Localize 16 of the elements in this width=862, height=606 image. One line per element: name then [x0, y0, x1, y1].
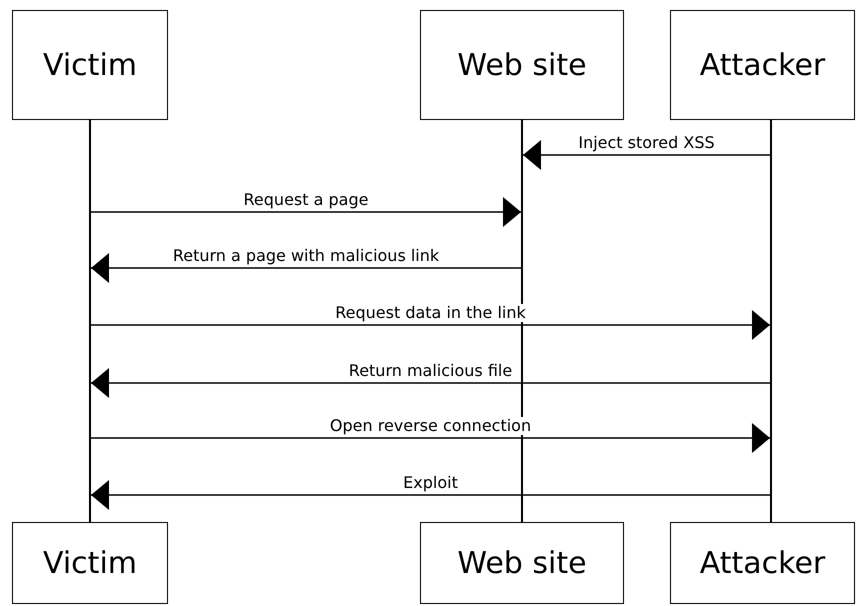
participant-box: Victim [12, 10, 168, 120]
participant-box: Attacker [670, 522, 855, 604]
participant-box: Attacker [670, 10, 855, 120]
message-arrow [91, 423, 770, 453]
participant-box: Victim [12, 522, 168, 604]
lifeline [770, 120, 772, 522]
message-arrow [523, 140, 770, 170]
lifeline [89, 120, 91, 522]
message-arrow [91, 310, 770, 340]
lifeline [521, 120, 523, 522]
message-arrow [91, 480, 770, 510]
message-arrow [91, 253, 521, 283]
participant-box: Web site [420, 10, 624, 120]
message-arrow [91, 368, 770, 398]
participant-box: Web site [420, 522, 624, 604]
message-arrow [91, 197, 521, 227]
